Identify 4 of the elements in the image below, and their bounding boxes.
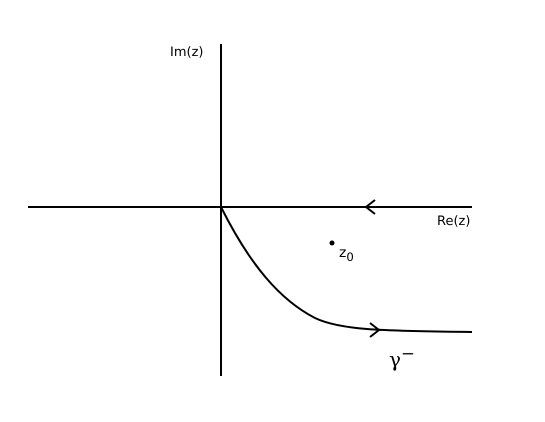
axis-label: z$_{0}$ <box>339 246 354 264</box>
axis-label: Re(z) <box>437 215 470 228</box>
axis-label: γ$^{−}$ <box>389 346 415 370</box>
axis-label: Im(z) <box>170 46 204 59</box>
